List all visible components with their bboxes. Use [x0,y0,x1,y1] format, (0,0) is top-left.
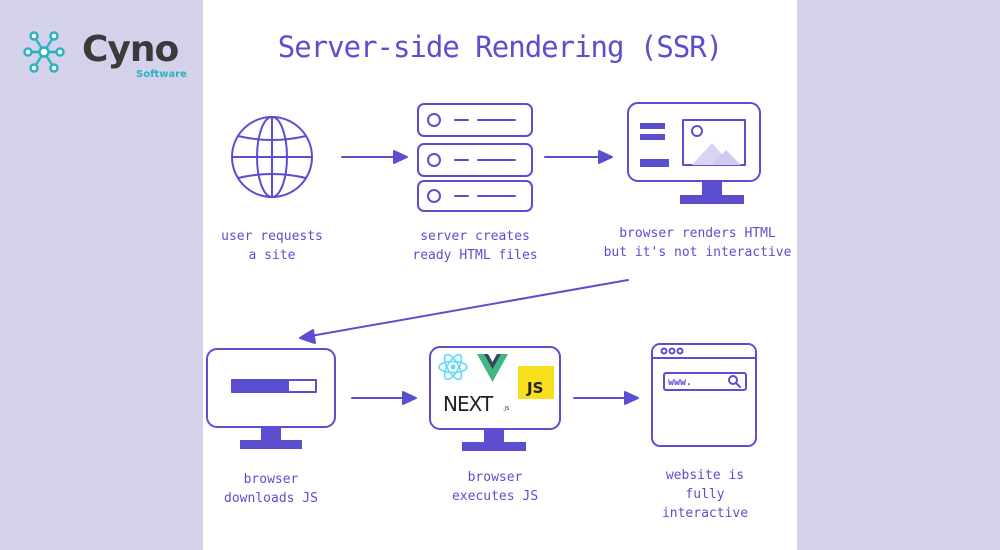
arrow-right-icon [341,150,408,164]
step-label-server-creates: server creates ready HTML files [412,229,538,263]
step-label-downloads-js: browser downloads JS [224,472,318,506]
react-logo-icon [438,353,468,381]
address-bar-text: www. [668,377,692,388]
vue-logo-icon [477,354,508,382]
browser-window-icon [651,343,757,447]
server-icon [417,103,533,212]
brand-subtitle: Software [136,69,187,80]
nextjs-logo-text: NEXT [443,392,494,416]
js-logo-icon [518,366,554,399]
cyno-logo: Cyno Software [22,24,202,84]
diagram-panel [203,0,797,550]
step-label-fully-interactive: website is fully interactive [661,468,749,521]
step-label-user-requests: user requests a site [221,229,323,263]
diagram-title: Server-side Rendering (SSR) [277,30,723,64]
network-logo-icon [23,31,65,73]
js-logo-text: JS [526,379,543,397]
globe-icon [231,116,313,198]
monitor-frameworks-icon [429,346,561,451]
brand-name: Cyno [82,29,179,70]
step-label-browser-renders: browser renders HTML but it's not intera… [603,226,792,260]
arrow-right-icon [544,150,613,164]
arrow-right-icon [351,391,417,405]
arrow-right-icon [573,391,639,405]
monitor-html-icon [627,102,761,204]
nextjs-logo-sub: .JS [503,406,509,412]
arrow-diagonal-icon [299,279,629,344]
monitor-download-icon [206,348,336,449]
step-label-executes-js: browser executes JS [451,470,539,504]
